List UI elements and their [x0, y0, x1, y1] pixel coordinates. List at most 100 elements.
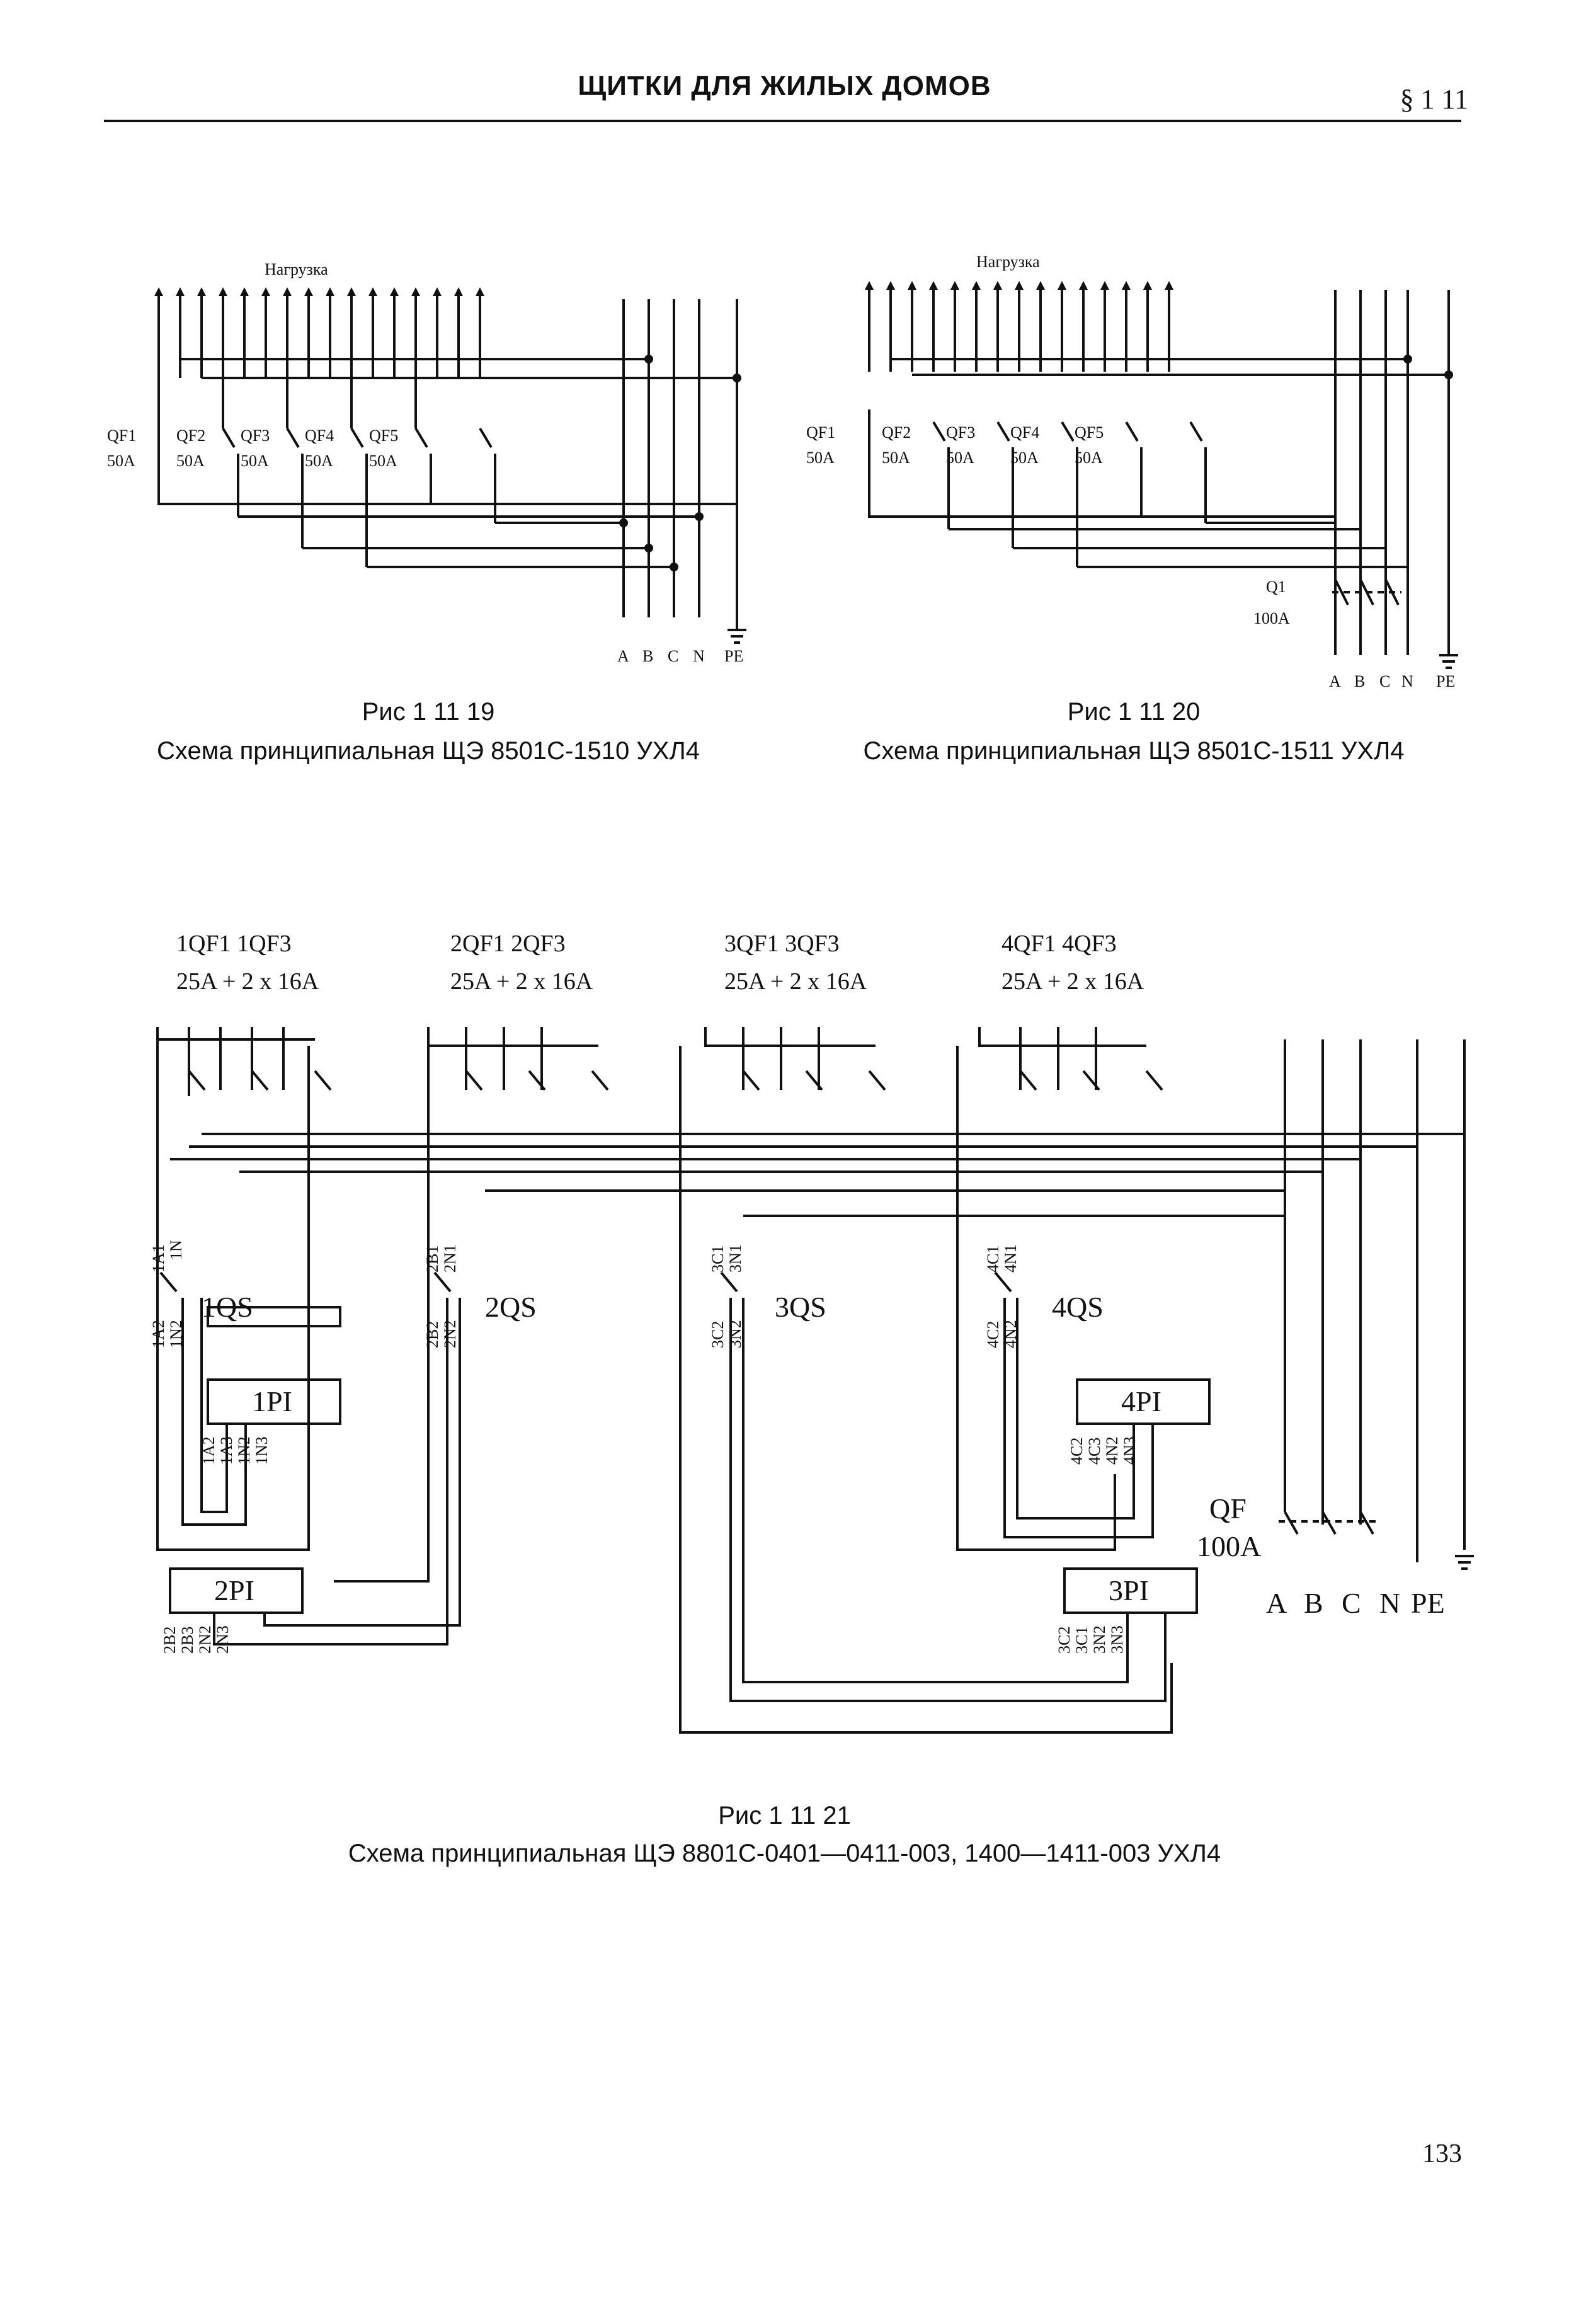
fig20-qf4-name: QF4 — [1010, 423, 1039, 442]
fig21-3pi-term-4: 3N3 — [1108, 1625, 1126, 1654]
fig21-1pi-term-3: 1N2 — [235, 1436, 253, 1465]
fig21-1pi-term-4: 1N3 — [253, 1436, 271, 1465]
fig19-qf2-rating: 50A — [176, 452, 205, 470]
fig21-g3-sw-label-2: 3N1 — [726, 1244, 745, 1273]
fig21-1pi-label: 1PI — [252, 1385, 292, 1417]
fig20-qf5-name: QF5 — [1075, 423, 1104, 442]
fig21-meter-1pi — [207, 1378, 341, 1425]
fig19-qf4-name: QF4 — [305, 426, 334, 445]
fig21-3pi-term-3: 3N2 — [1090, 1625, 1109, 1654]
fig20-q1-name: Q1 — [1266, 578, 1286, 596]
fig20-qf2-name: QF2 — [882, 423, 911, 442]
figure-20-schematic: Нагрузка QF1 50A QF2 50A QF3 50A QF4 50A… — [806, 253, 1458, 690]
fig20-qf1-name: QF1 — [806, 423, 835, 442]
fig21-2pi-label: 2PI — [214, 1574, 254, 1606]
running-header-title: ЩИТКИ ДЛЯ ЖИЛЫХ ДОМОВ — [578, 71, 991, 101]
fig21-meter-2pi — [169, 1567, 304, 1614]
fig19-qf1-rating: 50A — [107, 452, 135, 470]
fig19-qf3-name: QF3 — [241, 426, 270, 445]
fig21-g4-sw-label-2: 4N1 — [1001, 1244, 1020, 1273]
fig21-2pi-term-2: 2B3 — [178, 1627, 197, 1654]
fig21-4pi-term-2: 4C3 — [1085, 1438, 1104, 1465]
fig20-bus-c: C — [1379, 672, 1390, 690]
fig20-qf5-rating: 50A — [1075, 449, 1103, 467]
fig20-qf2-rating: 50A — [882, 449, 910, 467]
fig21-3pi-term-1: 3C2 — [1055, 1627, 1073, 1654]
fig20-caption-number: Рис 1 11 20 — [1067, 698, 1201, 726]
fig21-g3-sw-label-1: 3C1 — [709, 1245, 727, 1273]
fig20-qf4-rating: 50A — [1010, 449, 1039, 467]
fig20-qf3-rating: 50A — [946, 449, 974, 467]
fig21-4pi-label: 4PI — [1121, 1385, 1161, 1417]
fig21-2pi-term-4: 2N3 — [214, 1625, 232, 1654]
fig19-caption-number: Рис 1 11 19 — [362, 698, 495, 726]
fig21-bus-a: A — [1266, 1587, 1287, 1619]
fig21-g4-sw-label-1: 4C1 — [984, 1245, 1002, 1273]
fig21-caption-number: Рис 1 11 21 — [718, 1802, 851, 1829]
fig19-load-label: Нагрузка — [265, 260, 328, 278]
fig21-qf-rating: 100A — [1197, 1530, 1261, 1562]
fig19-bus-c: C — [668, 647, 678, 665]
fig19-bus-pe: PE — [724, 647, 743, 665]
fig21-g2-sw-label-2: 2N1 — [441, 1244, 459, 1273]
fig21-g2-sw-label-1: 2B1 — [423, 1245, 442, 1273]
fig21-bus-n: N — [1379, 1587, 1400, 1619]
fig20-bus-pe: PE — [1436, 672, 1455, 690]
fig21-g2-sw-label-3: 2B2 — [423, 1321, 442, 1348]
header-rule — [104, 120, 1461, 122]
fig21-g4-sw-label-3: 4C2 — [984, 1321, 1002, 1348]
fig19-qf1-name: QF1 — [107, 426, 136, 445]
fig21-g4-breakers: 4QF1 4QF3 — [1001, 930, 1117, 957]
fig19-qf5-rating: 50A — [369, 452, 397, 470]
fig21-meter-3pi — [1063, 1567, 1198, 1614]
fig19-load-outputs — [154, 287, 484, 378]
fig19-qf4-rating: 50A — [305, 452, 333, 470]
fig21-qf-name: QF — [1209, 1492, 1247, 1525]
fig21-g3-breakers: 3QF1 3QF3 — [724, 930, 840, 957]
figure-19-schematic: Нагрузка QF1 50A QF2 50A QF3 50A QF4 50A… — [107, 260, 746, 665]
fig21-g4-rating: 25A + 2 x 16A — [1001, 968, 1144, 995]
fig21-1qs-label: 1QS — [202, 1291, 253, 1323]
fig19-bus-a: A — [617, 647, 629, 665]
fig21-meter-4pi — [1076, 1378, 1211, 1425]
fig20-bus-n: N — [1401, 672, 1413, 690]
fig21-3qs-label: 3QS — [775, 1291, 826, 1323]
fig19-bus-n: N — [693, 647, 705, 665]
fig20-bus-b: B — [1354, 672, 1365, 690]
fig19-bus-b: B — [642, 647, 653, 665]
fig21-g2-rating: 25A + 2 x 16A — [450, 968, 593, 995]
fig21-3pi-term-2: 3C1 — [1073, 1627, 1091, 1654]
fig20-q1-rating: 100A — [1253, 609, 1290, 627]
fig21-g3-sw-label-3: 3C2 — [709, 1321, 727, 1348]
fig21-breaker-blocks — [156, 1027, 1173, 1734]
fig21-4pi-term-3: 4N2 — [1103, 1436, 1121, 1465]
section-number: § 1 11 — [1400, 84, 1468, 115]
fig21-g1-breakers: 1QF1 1QF3 — [176, 930, 292, 957]
fig21-4pi-term-4: 4N3 — [1121, 1436, 1139, 1465]
fig19-caption-text: Схема принципиальная ЩЭ 8501С-1510 УХЛ4 — [157, 737, 700, 765]
fig20-caption-text: Схема принципиальная ЩЭ 8501С-1511 УХЛ4 — [863, 737, 1405, 765]
fig19-qf5-name: QF5 — [369, 426, 398, 445]
fig19-qf2-name: QF2 — [176, 426, 205, 445]
fig21-g1-rating: 25A + 2 x 16A — [176, 968, 319, 995]
fig20-qf1-rating: 50A — [806, 449, 835, 467]
fig21-g1-sw-label-3: 1A2 — [149, 1320, 168, 1348]
figure-21-schematic: 1QF1 1QF3 25A + 2 x 16A 2QF1 2QF3 25A + … — [149, 930, 1474, 1734]
fig21-4pi-term-1: 4C2 — [1068, 1438, 1086, 1465]
fig21-g3-sw-label-4: 3N2 — [726, 1320, 745, 1348]
fig21-2pi-term-3: 2N2 — [196, 1625, 214, 1654]
fig20-qf3-name: QF3 — [946, 423, 975, 442]
fig21-g2-breakers: 2QF1 2QF3 — [450, 930, 566, 957]
fig19-qf3-rating: 50A — [241, 452, 269, 470]
fig21-g1-sw-label-1: 1A1 — [149, 1244, 168, 1273]
fig21-4qs-label: 4QS — [1052, 1291, 1104, 1323]
fig21-bus-pe: PE — [1411, 1587, 1445, 1619]
fig21-bus-c: C — [1342, 1587, 1361, 1619]
fig21-g2-sw-label-4: 2N2 — [441, 1320, 459, 1348]
fig20-load-outputs — [865, 281, 1173, 372]
fig21-bus-b: B — [1304, 1587, 1323, 1619]
fig21-2pi-term-1: 2B2 — [161, 1627, 179, 1654]
fig21-g3-rating: 25A + 2 x 16A — [724, 968, 867, 995]
fig21-caption-text: Схема принципиальная ЩЭ 8801С-0401—0411-… — [348, 1840, 1221, 1867]
fig21-g1-sw-label-2: 1N — [167, 1240, 185, 1260]
